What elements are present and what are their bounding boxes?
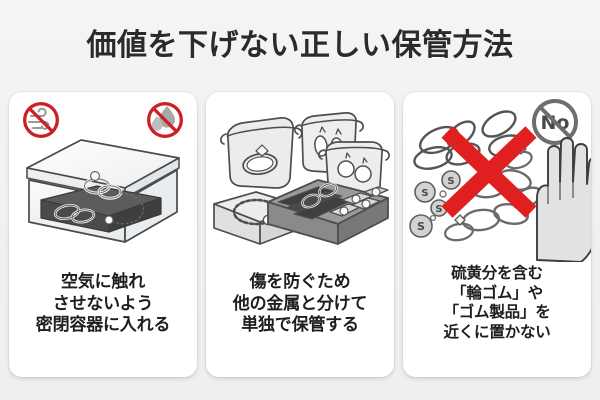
pouch-earrings-b bbox=[318, 141, 390, 195]
sulfur-particles: S S S S bbox=[409, 170, 462, 238]
card3-illustration: No bbox=[403, 92, 591, 262]
page-title-bar: 価値を下げない正しい保管方法 bbox=[0, 0, 600, 84]
red-x-mark bbox=[441, 126, 537, 218]
cards-row: 空気に触れ させないよう 密閉容器に入れる bbox=[0, 92, 600, 382]
sulfur-label: S bbox=[447, 176, 454, 187]
page-title: 価値を下げない正しい保管方法 bbox=[86, 28, 514, 63]
sulfur-label: S bbox=[421, 188, 428, 199]
compartment-tray bbox=[267, 179, 389, 245]
card-airtight-container[interactable]: 空気に触れ させないよう 密閉容器に入れる bbox=[9, 92, 197, 377]
card-separate-storage[interactable]: 傷を防ぐため 他の金属と分けて 単独で保管する bbox=[206, 92, 394, 377]
no-air-icon bbox=[23, 102, 59, 138]
sulfur-label: S bbox=[435, 204, 442, 215]
card2-caption-line-3: 単独で保管する bbox=[241, 315, 359, 336]
card2-caption-line-2: 他の金属と分けて bbox=[232, 293, 368, 314]
stop-hand-icon bbox=[536, 137, 591, 262]
card-avoid-rubber[interactable]: No bbox=[403, 92, 591, 377]
card2-caption-line-1: 傷を防ぐため bbox=[249, 272, 351, 292]
card1-illustration bbox=[9, 92, 197, 270]
card1-caption-line-2: させないよう bbox=[52, 293, 154, 314]
card3-caption: 硫黄分を含む 「輪ゴム」や 「ゴム製品」を 近くに置かない bbox=[403, 262, 591, 377]
card1-caption: 空気に触れ させないよう 密閉容器に入れる bbox=[9, 270, 197, 377]
no-moisture-icon bbox=[147, 102, 183, 138]
sulfur-label: S bbox=[417, 220, 425, 233]
card2-caption: 傷を防ぐため 他の金属と分けて 単独で保管する bbox=[206, 270, 394, 377]
card3-caption-line-3: 「ゴム製品」を bbox=[443, 303, 551, 322]
no-badge-icon: No bbox=[532, 99, 578, 145]
card1-caption-line-1: 空気に触れ bbox=[61, 272, 145, 292]
card3-caption-line-1: 硫黄分を含む bbox=[451, 264, 543, 282]
card1-caption-line-3: 密閉容器に入れる bbox=[35, 315, 171, 336]
card3-caption-line-4: 近くに置かない bbox=[443, 322, 551, 341]
card3-caption-line-2: 「輪ゴム」や bbox=[451, 283, 543, 302]
card2-illustration bbox=[206, 92, 394, 270]
clear-box-illustration bbox=[26, 139, 180, 243]
pouch-ring bbox=[220, 117, 303, 189]
